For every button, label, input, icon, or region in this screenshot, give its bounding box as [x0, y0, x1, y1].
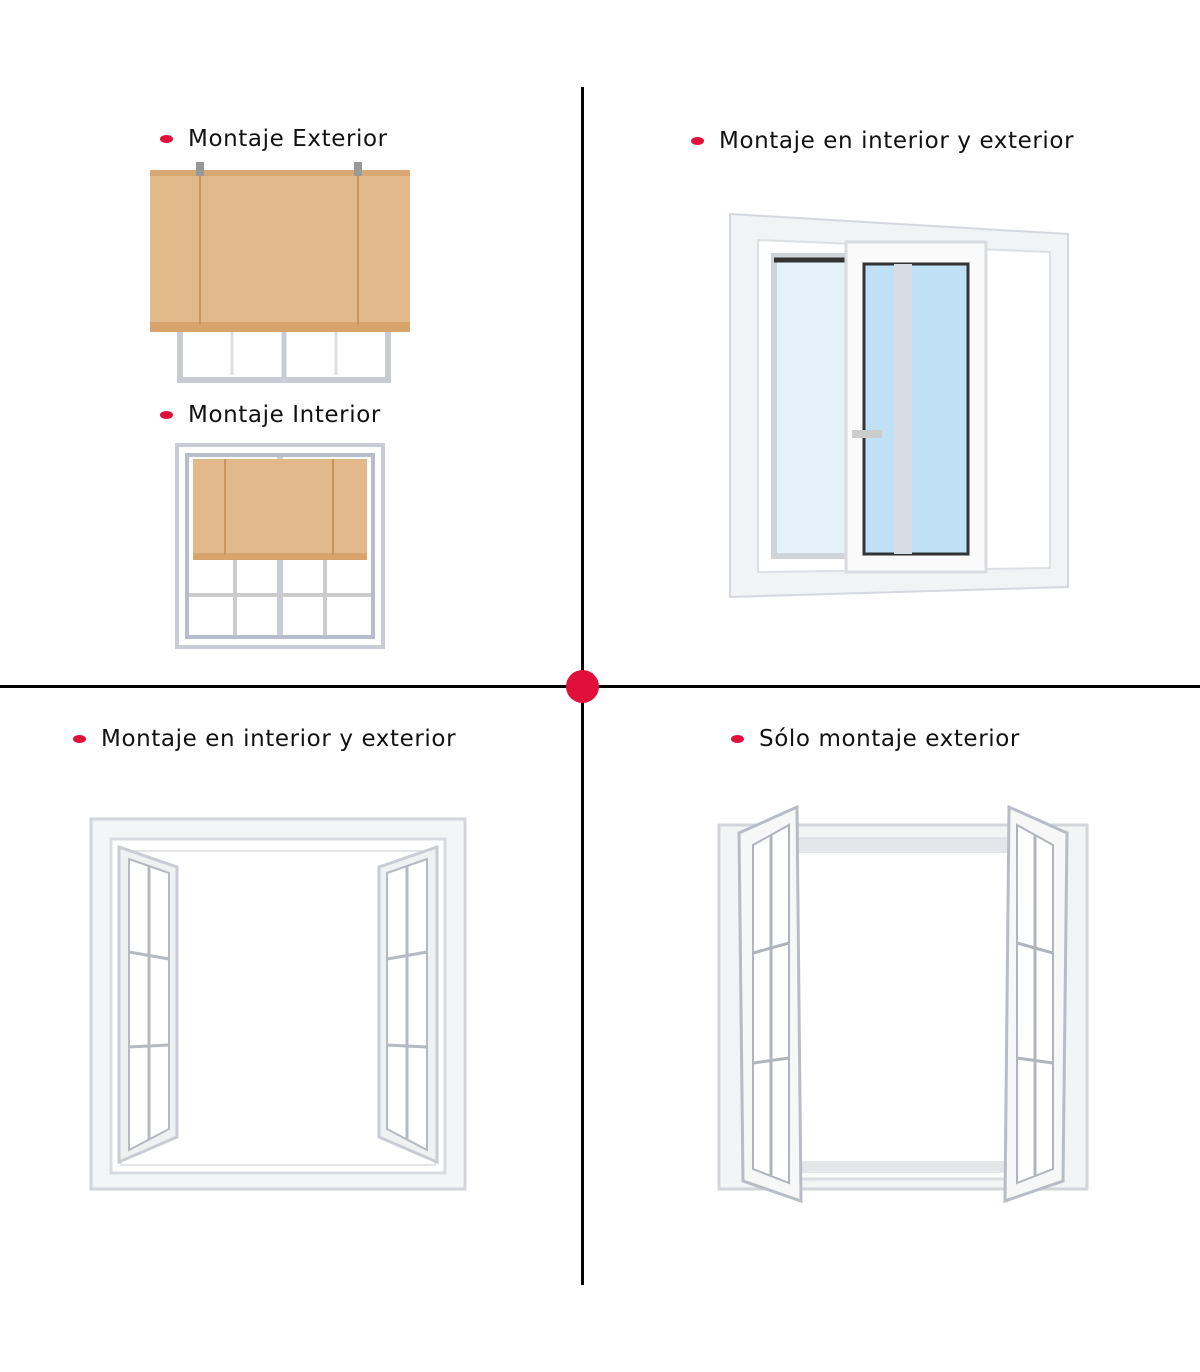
- label-montaje-exterior: Montaje Exterior: [160, 126, 388, 152]
- label-text: Sólo montaje exterior: [759, 726, 1020, 752]
- center-dot: [566, 670, 599, 703]
- bullet-icon: [73, 735, 86, 743]
- label-montaje-interior: Montaje Interior: [160, 402, 381, 428]
- bullet-icon: [731, 735, 744, 743]
- label-text: Montaje Interior: [188, 402, 381, 428]
- interior-blind-illustration: [175, 443, 385, 649]
- bullet-icon: [691, 137, 704, 145]
- label-top-right: Montaje en interior y exterior: [691, 128, 1074, 154]
- label-text: Montaje en interior y exterior: [719, 128, 1075, 154]
- sliding-window-illustration: [729, 212, 1069, 599]
- label-bottom-left: Montaje en interior y exterior: [73, 726, 456, 752]
- label-text: Montaje en interior y exterior: [101, 726, 457, 752]
- casement-window-illustration: [89, 817, 467, 1191]
- outward-casement-window-illustration: [717, 804, 1089, 1204]
- horizontal-divider: [0, 685, 1200, 688]
- bullet-icon: [160, 135, 173, 143]
- label-text: Montaje Exterior: [188, 126, 388, 152]
- bullet-icon: [160, 411, 173, 419]
- exterior-blind-illustration: [150, 162, 410, 383]
- label-bottom-right: Sólo montaje exterior: [731, 726, 1020, 752]
